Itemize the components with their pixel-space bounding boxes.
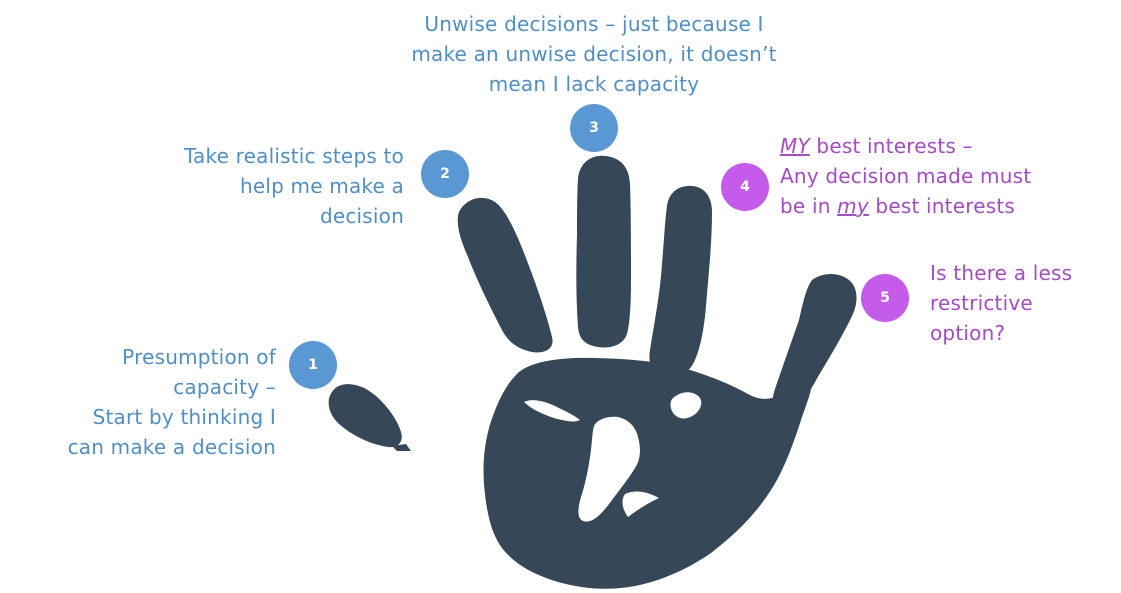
principle-4-line: MY best interests –	[780, 131, 1110, 161]
principle-4-line-post: best interests	[868, 194, 1015, 218]
principle-2-badge: 2	[421, 150, 469, 198]
principle-3-line: mean I lack capacity	[488, 72, 700, 96]
principle-1-line: capacity –	[173, 375, 276, 399]
principle-1-line: can make a decision	[67, 435, 276, 459]
principle-3-line: Unwise decisions – just because I	[424, 12, 764, 36]
principle-4-badge: 4	[721, 163, 769, 211]
principle-4-emphasis: MY	[780, 134, 810, 158]
palm-shape	[483, 357, 812, 589]
principle-3-line: make an unwise decision, it doesn’t	[411, 42, 777, 66]
principle-2-line: decision	[319, 204, 404, 228]
principle-4-line: be in my best interests	[780, 191, 1110, 221]
index-finger-shape	[457, 197, 553, 353]
ring-finger-shape	[649, 185, 712, 377]
principle-3-text: Unwise decisions – just because I make a…	[344, 9, 844, 99]
principle-1-line: Start by thinking I	[92, 405, 276, 429]
palm-crease-low	[622, 491, 659, 517]
principle-5-line: restrictive	[930, 291, 1033, 315]
principle-3-badge: 3	[570, 104, 618, 152]
principle-5-line: Is there a less	[930, 261, 1073, 285]
principle-5-line: option?	[930, 321, 1006, 345]
principle-2-line: help me make a	[239, 174, 404, 198]
principle-5-text: Is there a less restrictive option?	[930, 258, 1110, 348]
principle-4-emphasis: my	[837, 194, 869, 218]
principle-4-line-pre: be in	[780, 194, 838, 218]
palm-crease-right	[670, 392, 702, 419]
middle-finger-shape	[576, 155, 631, 348]
principle-5-badge: 5	[861, 274, 909, 322]
principle-4-line-rest: best interests –	[809, 134, 973, 158]
principle-4-text: MY best interests – Any decision made mu…	[780, 131, 1110, 221]
thumb-shape	[328, 384, 411, 451]
principle-2-line: Take realistic steps to	[183, 144, 404, 168]
pinky-finger-shape	[772, 274, 857, 417]
principle-1-text: Presumption of capacity – Start by think…	[0, 342, 276, 462]
palm-crease-center	[578, 416, 640, 522]
principle-4-line: Any decision made must	[780, 164, 1032, 188]
principle-1-line: Presumption of	[122, 345, 276, 369]
principle-1-badge: 1	[289, 341, 337, 389]
principle-2-text: Take realistic steps to help me make a d…	[84, 141, 404, 231]
palm-crease-left	[524, 400, 580, 422]
